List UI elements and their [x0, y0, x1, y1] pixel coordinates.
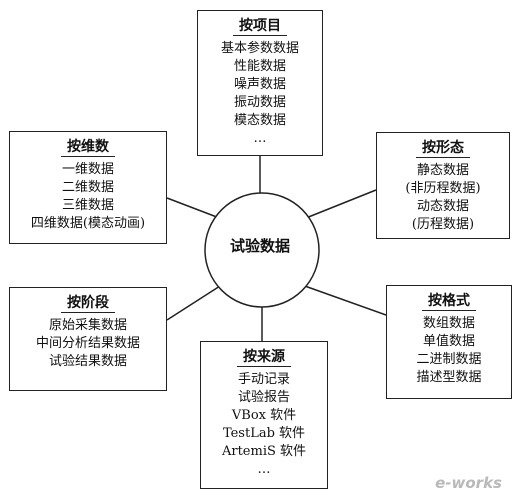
- group-item: 试验报告: [237, 390, 290, 405]
- group-item: 描述型数据: [416, 370, 482, 385]
- group-item: 振动数据: [233, 95, 286, 110]
- connector-left-bottom: [166, 285, 221, 321]
- connector-left-top: [166, 197, 223, 220]
- group-item: TestLab 软件: [222, 426, 306, 441]
- group-item: 数组数据: [422, 316, 475, 331]
- group-title: 按项目: [233, 17, 287, 36]
- connector-right-bottom: [301, 284, 387, 316]
- group-by-stage: 按阶段 原始采集数据 中间分析结果数据 试验结果数据: [9, 287, 167, 391]
- group-title: 按阶段: [61, 294, 115, 313]
- group-items: 静态数据 (非历程数据) 动态数据 (历程数据): [377, 162, 509, 234]
- group-title: 按来源: [237, 348, 291, 367]
- group-item: 性能数据: [233, 59, 286, 74]
- group-item: 二维数据: [61, 180, 114, 195]
- group-item: 试验结果数据: [48, 354, 127, 369]
- center-node-label: 试验数据: [229, 237, 290, 255]
- group-item: 噪声数据: [233, 77, 286, 92]
- group-title: 按形态: [416, 139, 470, 158]
- group-item: 原始采集数据: [48, 318, 127, 333]
- group-items: 手动记录 试验报告 VBox 软件 TestLab 软件 ArtemiS 软件 …: [201, 371, 327, 479]
- group-items: 一维数据 二维数据 三维数据 四维数据(模态动画): [10, 161, 166, 233]
- group-item: 基本参数数据: [220, 41, 299, 56]
- group-items: 基本参数数据 性能数据 噪声数据 振动数据 模态数据 …: [198, 40, 322, 148]
- group-item: 三维数据: [61, 198, 114, 213]
- center-circle: [204, 192, 320, 308]
- group-item: 中间分析结果数据: [35, 336, 140, 351]
- group-item: 单值数据: [422, 334, 475, 349]
- group-item: VBox 软件: [231, 408, 297, 423]
- connector-right-top: [300, 189, 377, 221]
- group-by-form: 按形态 静态数据 (非历程数据) 动态数据 (历程数据): [376, 132, 510, 239]
- group-item: 动态数据: [416, 199, 469, 214]
- group-by-project: 按项目 基本参数数据 性能数据 噪声数据 振动数据 模态数据 …: [197, 10, 323, 156]
- group-item: 手动记录: [237, 372, 290, 387]
- group-items: 数组数据 单值数据 二进制数据 描述型数据: [387, 315, 511, 387]
- group-item: 模态数据: [233, 113, 286, 128]
- group-by-dimension: 按维数 一维数据 二维数据 三维数据 四维数据(模态动画): [9, 131, 167, 244]
- group-item: 二进制数据: [416, 352, 482, 367]
- group-by-format: 按格式 数组数据 单值数据 二进制数据 描述型数据: [386, 285, 512, 399]
- group-item: …: [253, 131, 267, 146]
- group-item: (非历程数据): [405, 181, 481, 196]
- group-item: 一维数据: [61, 162, 114, 177]
- group-item: 静态数据: [416, 163, 469, 178]
- group-title: 按格式: [422, 292, 476, 311]
- group-item: ArtemiS 软件: [221, 444, 307, 459]
- group-item: …: [257, 462, 271, 477]
- group-item: (历程数据): [411, 217, 475, 232]
- group-item: 四维数据(模态动画): [30, 216, 146, 231]
- group-title: 按维数: [61, 138, 115, 157]
- watermark-logo: e-works: [435, 474, 502, 492]
- group-items: 原始采集数据 中间分析结果数据 试验结果数据: [10, 317, 166, 371]
- group-by-source: 按来源 手动记录 试验报告 VBox 软件 TestLab 软件 ArtemiS…: [200, 341, 328, 489]
